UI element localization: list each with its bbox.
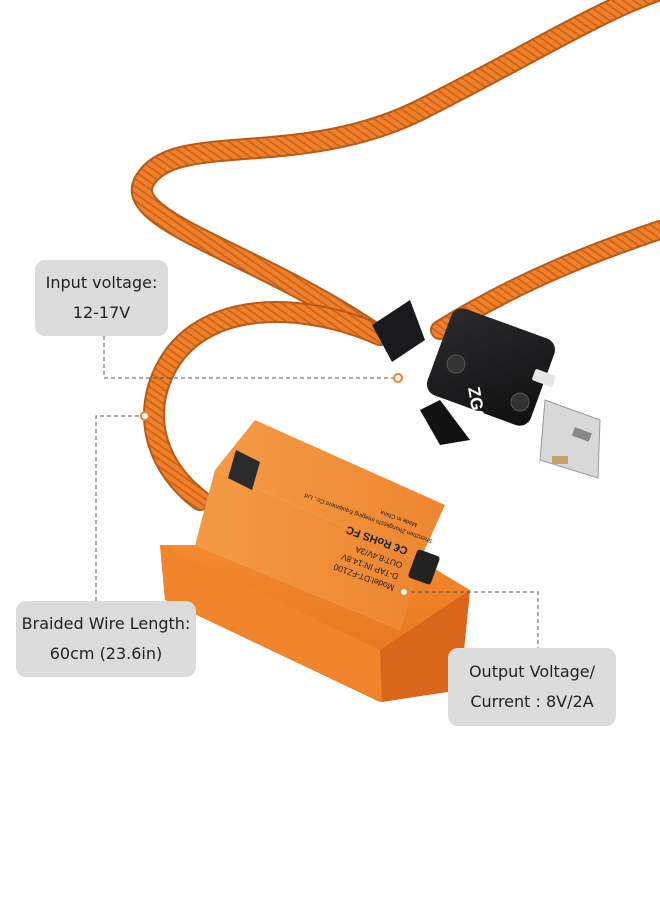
braided-length-label: Braided Wire Length:: [21, 614, 191, 633]
braided-cable: [131, 0, 660, 341]
output-voltage-callout: Output Voltage/ Current : 8V/2A: [448, 648, 616, 726]
output-voltage-label: Output Voltage/: [468, 662, 596, 681]
leader-lines: [95, 336, 539, 648]
braided-length-callout: Braided Wire Length: 60cm (23.6in): [16, 601, 196, 677]
dummy-battery: Model:DT-FZ100 D-TAP IN:14.8V OUT:8.4V/3…: [160, 420, 470, 702]
output-voltage-value: Current : 8V/2A: [470, 692, 594, 711]
input-voltage-value: 12-17V: [72, 303, 131, 322]
callout-markers: [140, 373, 409, 597]
d-tap-connector: ZGCINE: [372, 300, 601, 479]
braided-length-value: 60cm (23.6in): [49, 644, 163, 663]
input-voltage-label: Input voltage:: [45, 273, 158, 292]
input-voltage-callout: Input voltage: 12-17V: [35, 260, 168, 336]
